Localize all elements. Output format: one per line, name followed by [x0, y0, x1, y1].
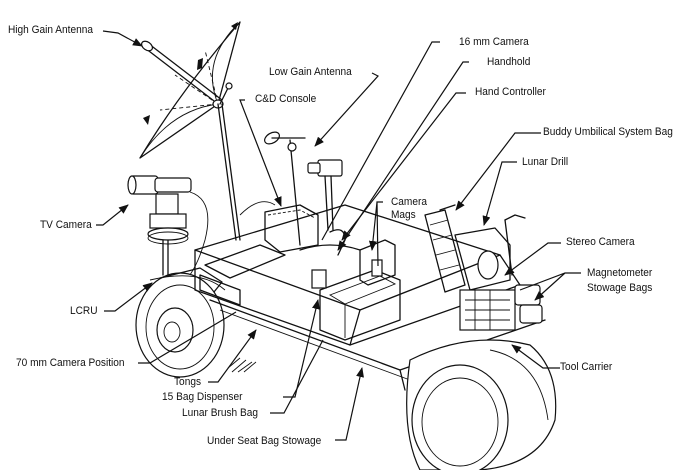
- label-tool-carrier: Tool Carrier: [560, 361, 613, 373]
- rear-right-wheel: [406, 339, 557, 470]
- label-camera-mags-line2: Mags: [391, 209, 416, 221]
- label-tongs: Tongs: [174, 376, 202, 388]
- label-lunar-brush-bag: Lunar Brush Bag: [182, 407, 258, 419]
- label-hand-controller: Hand Controller: [475, 86, 546, 98]
- label-tv-camera: TV Camera: [40, 219, 92, 231]
- label-magnetometer-line2: Stowage Bags: [587, 282, 653, 294]
- label-under-seat-bag-stowage: Under Seat Bag Stowage: [207, 435, 322, 447]
- label-handhold: Handhold: [487, 56, 531, 68]
- high-gain-antenna-drawing: [139, 21, 241, 241]
- label-lunar-drill: Lunar Drill: [522, 156, 569, 168]
- chassis-drawing: [194, 131, 546, 391]
- label-low-gain-antenna: Low Gain Antenna: [269, 66, 352, 78]
- label-buddy-umbilical-system-bag: Buddy Umbilical System Bag: [543, 126, 673, 138]
- label-high-gain-antenna: High Gain Antenna: [8, 24, 93, 36]
- label-stereo-camera: Stereo Camera: [566, 236, 635, 248]
- label-70mm-camera-position: 70 mm Camera Position: [16, 357, 125, 369]
- leader-lines: [96, 30, 581, 441]
- label-camera-mags-line1: Camera: [391, 196, 427, 208]
- label-16mm-camera: 16 mm Camera: [459, 36, 529, 48]
- label-15-bag-dispenser: 15 Bag Dispenser: [162, 391, 243, 403]
- label-cd-console: C&D Console: [255, 93, 317, 105]
- front-left-wheel: [135, 267, 226, 378]
- label-magnetometer-line1: Magnetometer: [587, 267, 653, 279]
- label-lcru: LCRU: [70, 305, 98, 317]
